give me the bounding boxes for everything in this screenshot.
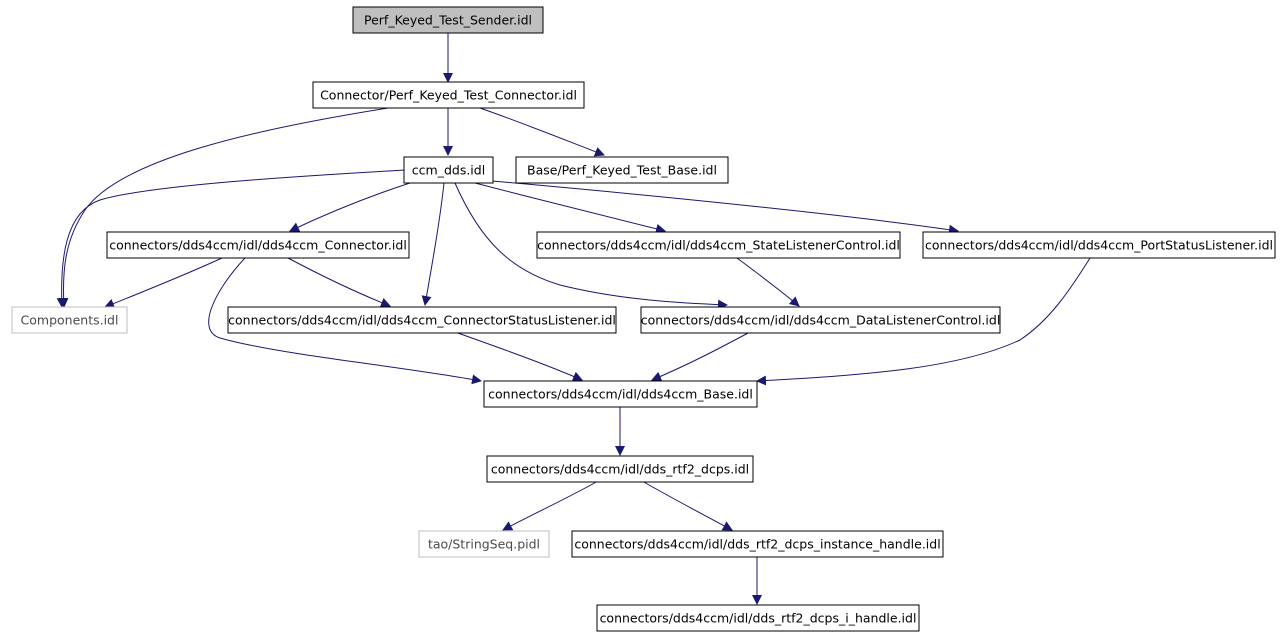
edge-ccm-dds-to-state-listener <box>474 182 666 234</box>
edge-ccm-dds-to-data-listener <box>454 182 728 310</box>
edge-state-listener-to-data-listener <box>736 257 800 307</box>
node-dds4ccm-connector[interactable]: connectors/dds4ccm/idl/dds4ccm_Connector… <box>106 231 410 259</box>
node-label: connectors/dds4ccm/idl/dds_rtf2_dcps.idl <box>491 462 749 477</box>
node-dds-rtf2-dcps-instance-handle[interactable]: connectors/dds4ccm/idl/dds_rtf2_dcps_ins… <box>571 530 944 558</box>
node-dds4ccm-port-status-listener[interactable]: connectors/dds4ccm/idl/dds4ccm_PortStatu… <box>922 231 1276 259</box>
node-dds4ccm-data-listener-control[interactable]: connectors/dds4ccm/idl/dds4ccm_DataListe… <box>640 306 1001 334</box>
edge-ccm-dds-to-dds4ccm-connector <box>289 182 411 232</box>
node-label: Perf_Keyed_Test_Sender.idl <box>364 13 532 28</box>
edge-connector-to-base <box>479 107 605 157</box>
node-label: connectors/dds4ccm/idl/dds4ccm_DataListe… <box>641 313 1001 328</box>
node-tao-stringseq[interactable]: tao/StringSeq.pidl <box>418 530 550 558</box>
node-perf-keyed-test-base[interactable]: Base/Perf_Keyed_Test_Base.idl <box>515 156 729 184</box>
edge-connector-status-to-dds4ccm-base <box>454 331 583 382</box>
node-dds-rtf2-dcps[interactable]: connectors/dds4ccm/idl/dds_rtf2_dcps.idl <box>486 455 754 483</box>
node-dds4ccm-state-listener-control[interactable]: connectors/dds4ccm/idl/dds4ccm_StateList… <box>536 231 901 259</box>
edge-ccm-dds-to-connector-status <box>421 182 445 306</box>
edge-data-listener-to-dds4ccm-base <box>651 331 751 382</box>
node-label: connectors/dds4ccm/idl/dds_rtf2_dcps_ins… <box>574 537 940 552</box>
nodes-layer: Perf_Keyed_Test_Sender.idl Connector/Per… <box>11 6 1276 632</box>
edge-dds4ccm-connector-to-components <box>104 257 223 309</box>
node-perf-keyed-test-connector[interactable]: Connector/Perf_Keyed_Test_Connector.idl <box>312 81 585 109</box>
node-label: connectors/dds4ccm/idl/dds4ccm_StateList… <box>537 238 900 253</box>
edge-port-status-to-dds4ccm-base <box>756 257 1091 386</box>
node-label: connectors/dds4ccm/idl/dds4ccm_Base.idl <box>488 387 753 402</box>
edge-ccm-dds-to-port-status <box>491 180 959 235</box>
node-dds-rtf2-dcps-i-handle[interactable]: connectors/dds4ccm/idl/dds_rtf2_dcps_i_h… <box>596 604 920 632</box>
node-label: connectors/dds4ccm/idl/dds4ccm_PortStatu… <box>925 238 1273 253</box>
node-ccm-dds[interactable]: ccm_dds.idl <box>403 156 494 184</box>
node-label: connectors/dds4ccm/idl/dds_rtf2_dcps_i_h… <box>600 611 917 626</box>
node-label: Connector/Perf_Keyed_Test_Connector.idl <box>320 88 577 103</box>
edge-dds4ccm-connector-to-dds4ccm-base <box>208 257 482 385</box>
edge-ccm-dds-to-components <box>56 169 406 308</box>
node-components[interactable]: Components.idl <box>11 306 128 334</box>
node-label: ccm_dds.idl <box>412 163 485 178</box>
node-label: connectors/dds4ccm/idl/dds4ccm_Connector… <box>228 313 616 328</box>
edge-rtf2-dcps-to-instance-handle <box>641 480 733 531</box>
node-perf-keyed-test-sender[interactable]: Perf_Keyed_Test_Sender.idl <box>352 6 544 34</box>
node-label: tao/StringSeq.pidl <box>428 537 540 552</box>
node-label: connectors/dds4ccm/idl/dds4ccm_Connector… <box>109 238 407 253</box>
node-dds4ccm-base[interactable]: connectors/dds4ccm/idl/dds4ccm_Base.idl <box>483 380 758 408</box>
edges-layer <box>56 33 1091 605</box>
edge-dds4ccm-connector-to-connector-status <box>287 257 391 308</box>
node-dds4ccm-connector-status-listener[interactable]: connectors/dds4ccm/idl/dds4ccm_Connector… <box>227 306 617 334</box>
node-label: Base/Perf_Keyed_Test_Base.idl <box>527 163 717 178</box>
edge-connector-to-components <box>58 107 389 308</box>
edge-rtf2-dcps-to-stringseq <box>502 480 599 531</box>
node-label: Components.idl <box>21 313 119 328</box>
